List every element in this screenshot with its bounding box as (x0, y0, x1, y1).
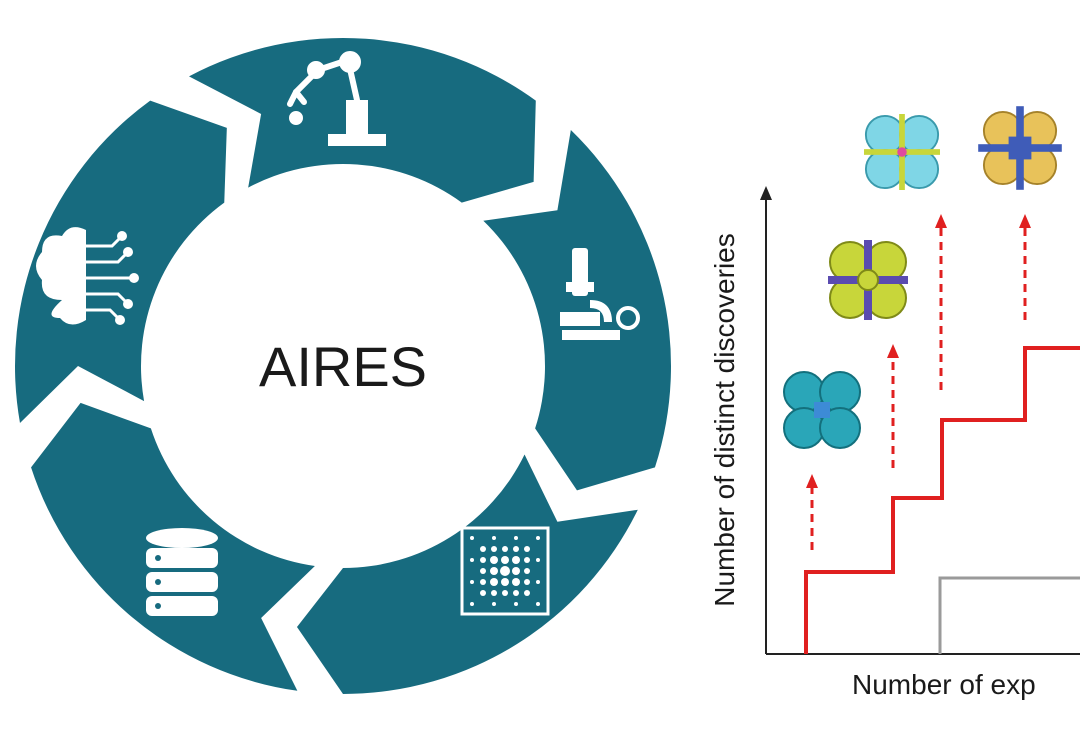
diffraction-dot (480, 590, 486, 596)
segment-analysis (296, 454, 638, 694)
diffraction-dot (490, 567, 498, 575)
diffraction-dot (490, 556, 498, 564)
discovery-plot: Number of distinct discoveries Number of… (709, 106, 1080, 700)
diffraction-dot (500, 566, 510, 576)
diffraction-dot (512, 567, 520, 575)
diffraction-dot (536, 602, 540, 606)
diffraction-dot (470, 536, 474, 540)
diffraction-dot (524, 568, 530, 574)
crystal-structure-3 (864, 114, 940, 190)
microscope-icon (560, 248, 640, 340)
diffraction-dot (512, 556, 520, 564)
diffraction-dot (480, 579, 486, 585)
x-axis-label: Number of exp (852, 669, 1036, 700)
diffraction-dot (480, 546, 486, 552)
diffraction-dot (501, 578, 509, 586)
diffraction-dot (480, 568, 486, 574)
diffraction-dot (491, 546, 497, 552)
diffraction-dot (490, 578, 498, 586)
diffraction-dot (492, 536, 496, 540)
segment-characterization (483, 130, 672, 491)
database-icon (146, 528, 218, 616)
diffraction-dot (524, 557, 530, 563)
diffraction-dot (513, 590, 519, 596)
y-axis-label: Number of distinct discoveries (709, 233, 740, 606)
diffraction-dot (536, 536, 540, 540)
y-axis-arrow (760, 186, 772, 200)
crystal-structure-2 (828, 240, 908, 320)
diffraction-dot (491, 590, 497, 596)
discovery-arrows (810, 226, 1027, 550)
cycle-center-label: AIRES (259, 335, 427, 398)
diffraction-dot (524, 579, 530, 585)
crystal-structure-1 (783, 371, 861, 449)
diffraction-dot (502, 590, 508, 596)
diffraction-dot (480, 557, 486, 563)
diffraction-dot (536, 558, 540, 562)
diffraction-dot (514, 536, 518, 540)
diffraction-dot (492, 602, 496, 606)
diffraction-dot (524, 590, 530, 596)
red-step-line (804, 346, 1080, 654)
diffraction-dot (536, 580, 540, 584)
diffraction-dot (470, 580, 474, 584)
diffraction-dot (470, 558, 474, 562)
diffraction-dot (512, 578, 520, 586)
gray-step-line (938, 576, 1080, 654)
crystal-structure-4 (978, 106, 1062, 190)
diffraction-dot (524, 546, 530, 552)
ai-brain-icon (36, 227, 139, 325)
diffraction-dot (502, 546, 508, 552)
diffraction-dot (501, 556, 509, 564)
diffraction-dot (470, 602, 474, 606)
diffraction-pattern-icon (460, 526, 550, 616)
segment-ai (15, 100, 227, 423)
arrow-heads (806, 214, 1031, 488)
aires-cycle: AIRES (15, 38, 672, 694)
diffraction-dot (513, 546, 519, 552)
robot-arm-icon (287, 51, 386, 146)
diffraction-dot (514, 602, 518, 606)
